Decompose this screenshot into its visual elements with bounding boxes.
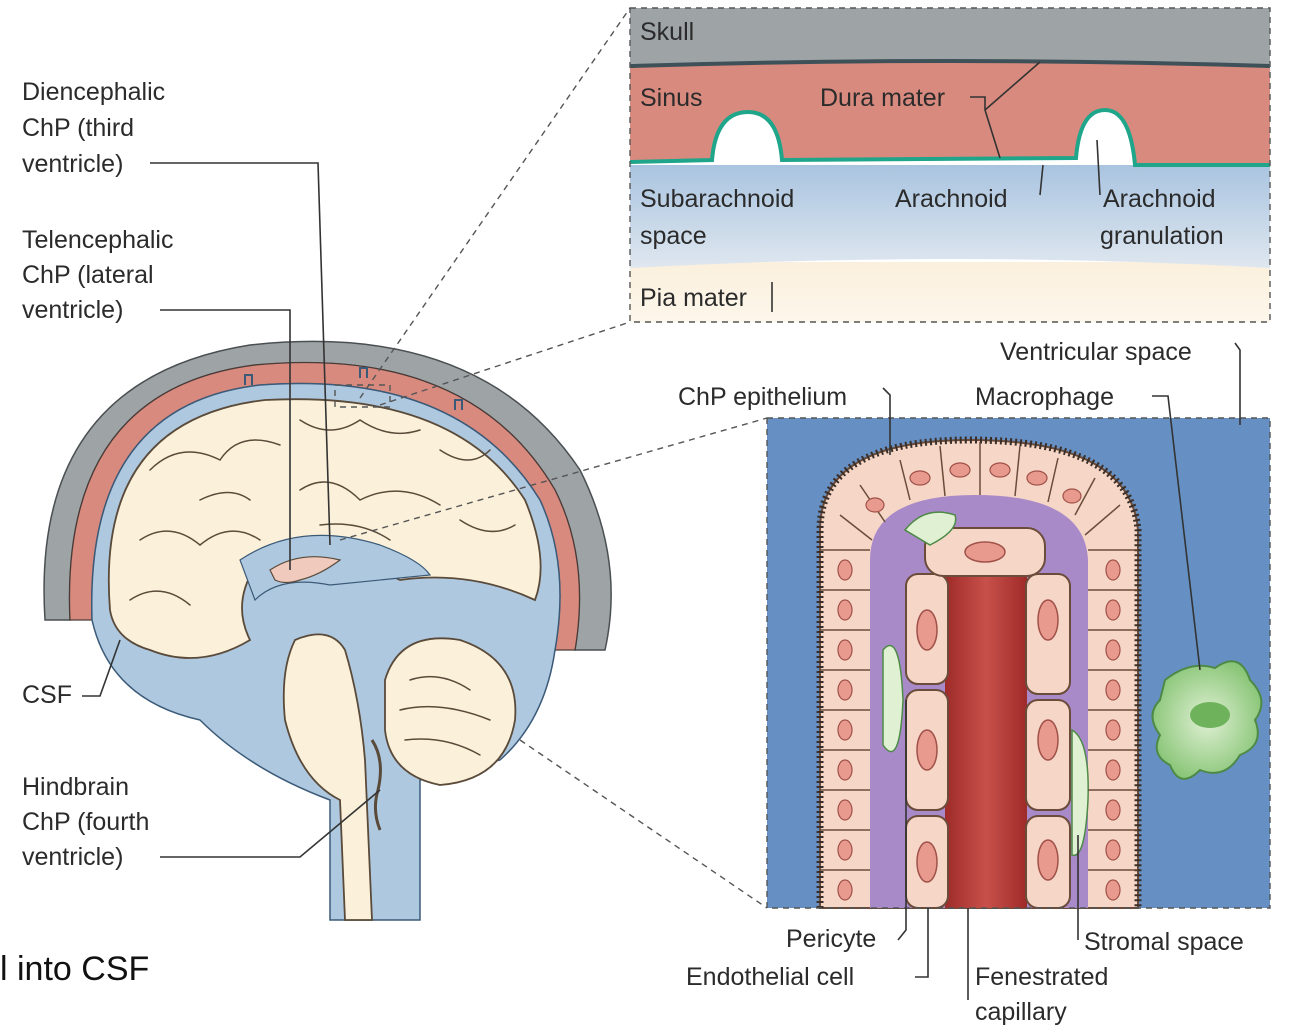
diencephalic-label-line1: Diencephalic (22, 78, 165, 106)
fenestrated-capillary-label-line1: Fenestrated (975, 963, 1108, 991)
sinus-layer (630, 61, 1270, 165)
chp-epithelium-label: ChP epithelium (678, 383, 847, 411)
arachnoid-label: Arachnoid (895, 185, 1008, 213)
ventricular-space-label: Ventricular space (1000, 338, 1192, 366)
telencephalic-label-line2: ChP (lateral (22, 261, 154, 289)
fenestrated-capillary (945, 575, 1027, 908)
pia-mater-label: Pia mater (640, 284, 747, 312)
diencephalic-label-line3: ventricle) (22, 150, 123, 178)
telencephalic-label-line1: Telencephalic (22, 226, 174, 254)
arachnoid-granulation-label-line1: Arachnoid (1103, 185, 1216, 213)
macrophage-nucleus (1190, 702, 1230, 728)
subarachnoid-space-layer (630, 165, 1270, 268)
hindbrain-label-line2: ChP (fourth (22, 808, 149, 836)
skull-layer (630, 8, 1270, 66)
hindbrain-label-line1: Hindbrain (22, 773, 129, 801)
macrophage-label: Macrophage (975, 383, 1114, 411)
subarachnoid-space-label-line1: Subarachnoid (640, 185, 794, 213)
stromal-space-label: Stromal space (1084, 928, 1244, 956)
caption-fragment: l into CSF (0, 950, 149, 988)
fenestrated-capillary-label-line2: capillary (975, 998, 1067, 1026)
pericyte-label: Pericyte (786, 925, 876, 953)
diencephalic-label-line2: ChP (third (22, 114, 134, 142)
skull-label: Skull (640, 18, 694, 46)
arachnoid-granulation-label-line2: granulation (1100, 222, 1224, 250)
csf-label: CSF (22, 681, 72, 709)
choroid-plexus-inset: Ventricular space ChP epithelium Macroph… (678, 338, 1270, 1026)
sinus-label: Sinus (640, 84, 703, 112)
dura-mater-label: Dura mater (820, 84, 945, 112)
endothelial-cell-label: Endothelial cell (686, 963, 854, 991)
telencephalic-label-line3: ventricle) (22, 296, 123, 324)
hindbrain-label-line3: ventricle) (22, 843, 123, 871)
subarachnoid-space-label-line2: space (640, 222, 707, 250)
meninges-inset: Skull Sinus Dura mater Subarachnoid spac… (630, 8, 1270, 322)
cerebellum (385, 638, 515, 785)
brain-sagittal-section: Diencephalic ChP (third ventricle) Telen… (22, 78, 611, 920)
